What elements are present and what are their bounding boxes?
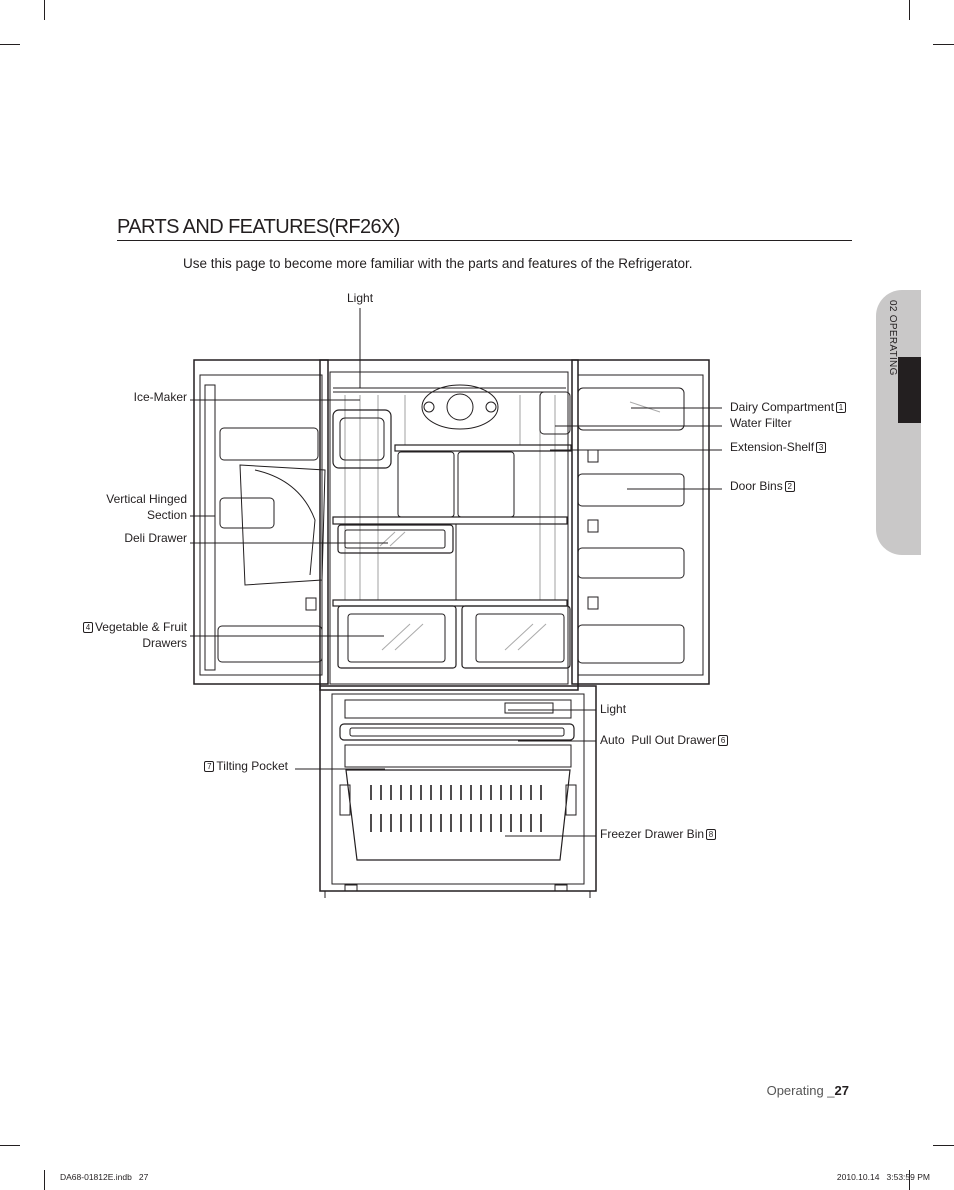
callout-number: 6: [718, 735, 729, 746]
label-text: Auto Pull Out Drawer: [600, 733, 717, 747]
label-light-top: Light: [347, 291, 374, 305]
chapter-tab-label: 02 OPERATING: [887, 300, 898, 376]
label-line: Vertical Hinged: [106, 492, 187, 506]
callout-number: 7: [204, 761, 215, 772]
label-water-filter: Water Filter: [730, 416, 792, 430]
label-text: Door Bins: [730, 479, 783, 493]
chapter-tab-marker: [898, 357, 921, 423]
page-number: 27: [834, 1083, 849, 1098]
callout-number: 1: [836, 402, 847, 413]
intro-text: Use this page to become more familiar wi…: [183, 256, 693, 271]
crop-mark: [909, 1170, 910, 1190]
label-vertical-hinged-section: Vertical Hinged Section: [106, 491, 187, 523]
label-light-freezer: Light: [600, 702, 627, 716]
label-line: Drawers: [142, 636, 187, 650]
page-title: PARTS AND FEATURES(RF26X): [117, 216, 400, 238]
title-underline: [117, 240, 852, 241]
crop-mark: [44, 1170, 45, 1190]
label-text: Extension-Shelf: [730, 440, 815, 454]
footer-section-name: Operating _: [766, 1083, 835, 1098]
page-footer: Operating _27: [767, 1083, 849, 1098]
crop-mark: [44, 0, 45, 20]
label-line: Vegetable & Fruit: [94, 620, 187, 634]
crop-mark: [933, 44, 954, 45]
label-text: Dairy Compartment: [730, 400, 835, 414]
crop-mark: [933, 1145, 954, 1146]
label-deli-drawer: Deli Drawer: [124, 531, 187, 545]
print-timestamp: 2010.10.14 3:53:59 PM: [836, 1172, 930, 1182]
label-ice-maker: Ice-Maker: [133, 390, 187, 404]
callout-number: 8: [706, 829, 717, 840]
label-text: Tilting Pocket: [216, 759, 288, 773]
crop-mark: [0, 1145, 20, 1146]
label-line: Section: [146, 508, 187, 522]
file-slug: DA68-01812E.indb 27: [60, 1172, 149, 1182]
callout-number: 2: [784, 481, 795, 492]
callout-number: 3: [816, 442, 827, 453]
callout-number: 4: [82, 622, 93, 633]
crop-mark: [0, 44, 20, 45]
crop-mark: [909, 0, 910, 20]
label-text: Freezer Drawer Bin: [600, 827, 705, 841]
